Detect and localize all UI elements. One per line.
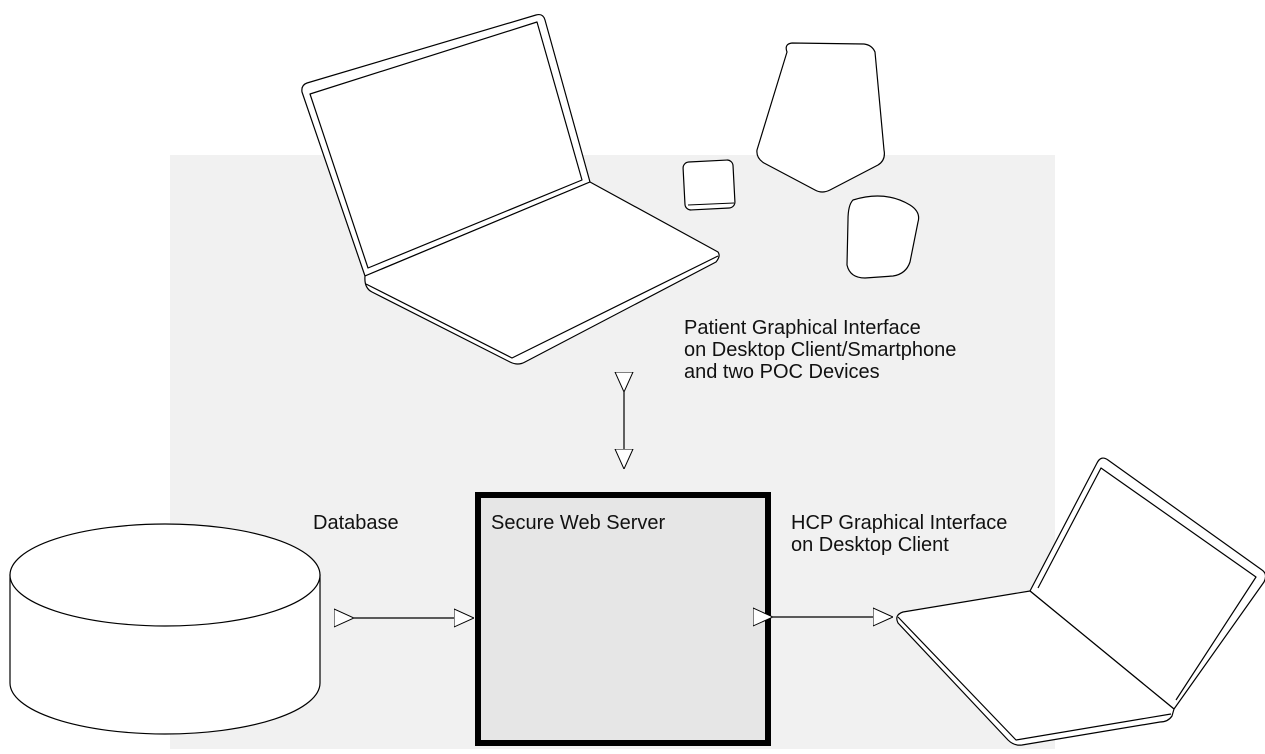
hcp-interface-label-line-2: on Desktop Client — [791, 534, 949, 556]
database-label: Database — [313, 512, 399, 534]
patient-interface-label: Patient Graphical Interface on Desktop C… — [684, 317, 956, 383]
poc-device-2-icon — [846, 195, 920, 279]
hcp-interface-label: HCP Graphical Interface on Desktop Clien… — [791, 512, 1007, 556]
secure-web-server-label: Secure Web Server — [491, 512, 666, 534]
database-icon — [9, 523, 321, 735]
patient-laptop-icon — [301, 13, 720, 365]
patient-interface-label-line-2: on Desktop Client/Smartphone — [684, 339, 957, 361]
secure-web-server-box — [475, 492, 771, 746]
patient-interface-label-line-3: and two POC Devices — [684, 361, 880, 383]
smartphone-icon — [682, 159, 736, 211]
hcp-laptop-icon — [896, 457, 1265, 746]
hcp-interface-label-line-1: HCP Graphical Interface — [791, 512, 1008, 534]
patient-interface-label-line-1: Patient Graphical Interface — [684, 317, 921, 339]
poc-device-1-icon — [756, 42, 885, 193]
